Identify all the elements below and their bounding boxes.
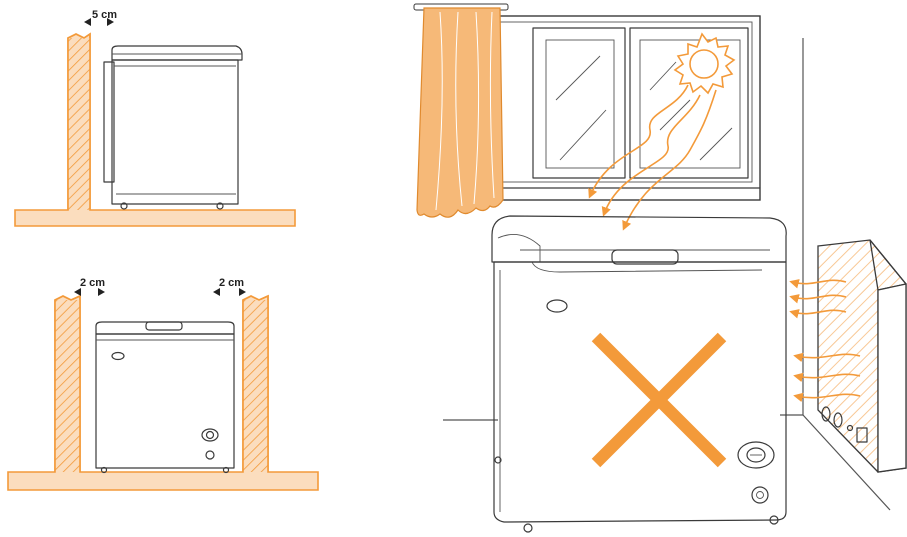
logo-badge-large (547, 300, 567, 312)
drain-plug (206, 451, 214, 459)
gap-label-right: 2 cm (219, 277, 244, 289)
panel-rear-clearance: 5 cm (15, 9, 295, 226)
cross-mark-icon (596, 337, 722, 463)
drain-plug-large (752, 487, 768, 503)
logo-badge (112, 353, 124, 360)
gap-label-rear: 5 cm (92, 9, 117, 21)
wall-floor-shape (15, 34, 295, 226)
gap-dimension-left: 2 cm (74, 277, 105, 296)
wall-hatch (68, 38, 90, 210)
gap-label-left: 2 cm (80, 277, 105, 289)
right-wall-hatch (243, 300, 268, 472)
gap-dimension-rear: 5 cm (84, 9, 117, 26)
freezer-side-view (104, 46, 242, 209)
curtain-icon (414, 4, 508, 217)
thermostat-knob-icon (202, 429, 218, 441)
panel-side-clearance: 2 cm 2 cm (8, 277, 318, 490)
panel-bad-placement (414, 4, 906, 532)
thermostat-knob-icon (738, 442, 774, 468)
freezer-front-view (96, 322, 234, 473)
left-wall-hatch (55, 300, 80, 472)
gap-dimension-right: 2 cm (213, 277, 246, 296)
